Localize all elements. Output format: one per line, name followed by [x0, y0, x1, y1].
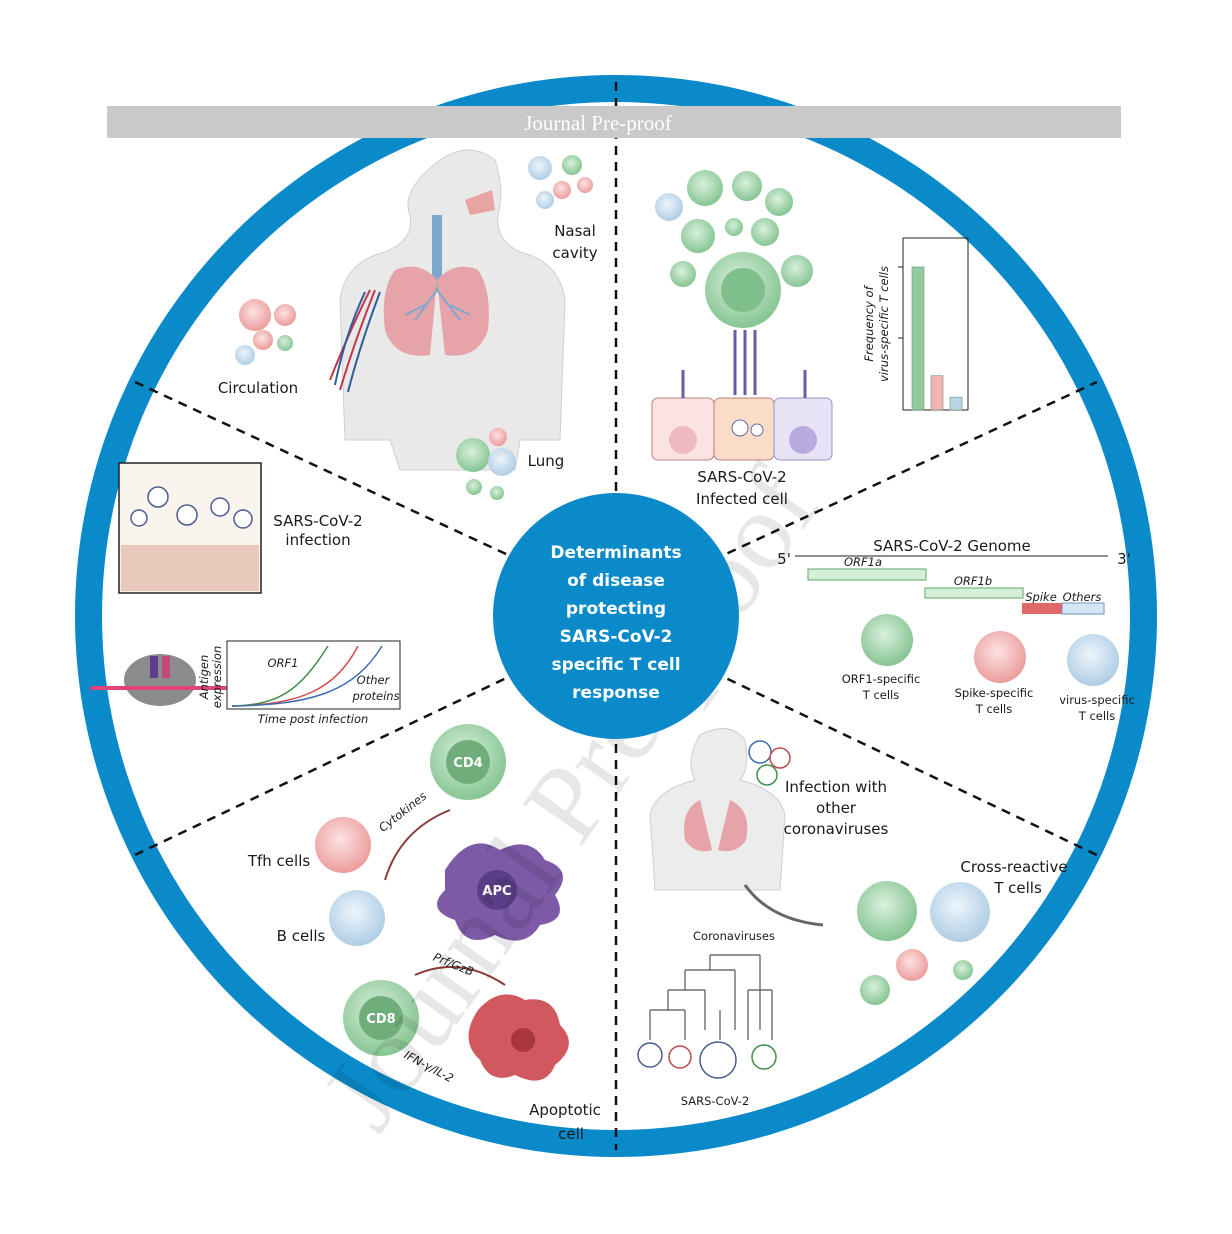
- genome-title: SARS-CoV-2 Genome: [873, 537, 1031, 555]
- localisation-section: Nasal cavity Circulation Lung: [218, 149, 598, 500]
- crossreactive-label-1: Cross-reactive: [960, 858, 1067, 876]
- cytokine-arrow: [384, 809, 451, 881]
- spike-segment: [1022, 603, 1062, 614]
- orf1a-label: ORF1a: [844, 555, 882, 569]
- frequency-bar-1: [911, 266, 925, 411]
- center-disc: [493, 493, 739, 739]
- coronavirus-icons: [748, 740, 791, 786]
- t-cell-icon: [861, 614, 1119, 686]
- bcells-label: B cells: [277, 927, 326, 945]
- journal-banner-text: Journal Pre-proof: [524, 111, 672, 135]
- cross-lungs: [684, 800, 748, 852]
- cd8-nucleus: [359, 996, 403, 1040]
- infected-cell-label-1: SARS-CoV-2: [697, 468, 786, 486]
- others-label: Others: [1063, 590, 1102, 604]
- coronavirus-tree-leaves: [637, 1041, 777, 1079]
- apoptotic-cell-icon: [468, 994, 569, 1081]
- specificity-section: SARS-CoV-2 Genome 5' 3' ORF1a ORF1b Spik…: [777, 537, 1135, 723]
- apc-label: APC: [482, 884, 511, 899]
- human-respiratory-icon: [329, 149, 566, 471]
- prf-arrow: [414, 966, 506, 986]
- orf1b-segment: [924, 587, 1024, 599]
- magnitude-section: SARS-CoV-2 Infected cell Frequency of vi…: [651, 170, 969, 508]
- virus-cells-label-2: T cells: [1078, 709, 1115, 723]
- expanded-t-cells: [655, 170, 813, 328]
- infected-cell-label-2: Infected cell: [696, 490, 788, 508]
- kinetics-xlabel: Time post infection: [258, 712, 369, 726]
- other-proteins-label-2: proteins: [351, 689, 399, 703]
- three-prime-label: 3': [1117, 550, 1131, 568]
- kinetics-ylabel-1: Antigen: [197, 655, 211, 701]
- sars-infection-label-1: SARS-CoV-2: [273, 512, 362, 530]
- spike-cells-label-1: Spike-specific: [955, 686, 1034, 700]
- lung-label: Lung: [528, 452, 565, 470]
- infection-other-label-2: other: [816, 799, 857, 817]
- apc-nucleus: [477, 870, 517, 910]
- cross-arrow: [743, 884, 824, 927]
- orf1-label: ORF1: [268, 656, 299, 670]
- b-cell: [329, 890, 385, 946]
- cross-reactivity-section: Infection with other coronaviruses Cross…: [637, 728, 1068, 1108]
- circulation-label: Circulation: [218, 379, 298, 397]
- infection-other-label-1: Infection with: [785, 778, 887, 796]
- tfh-label: Tfh cells: [247, 852, 311, 870]
- apoptotic-label-1: Apoptotic: [529, 1101, 601, 1119]
- other-proteins-label-1: Other: [357, 673, 391, 687]
- orf1a-segment: [807, 568, 927, 581]
- cd8-label: CD8: [366, 1012, 395, 1027]
- orf1b-label: ORF1b: [954, 574, 992, 588]
- chart-ylabel-1: Frequency of: [862, 284, 876, 361]
- virus-icon: [130, 486, 253, 529]
- sarscov2-tree-label: SARS-CoV-2: [681, 1094, 750, 1108]
- center-line-5: specific T cell: [551, 655, 680, 675]
- kinetics-ylabel-2: expression: [210, 646, 224, 709]
- cd4-nucleus: [446, 740, 490, 784]
- center-line-3: protecting: [566, 599, 666, 619]
- frequency-bar-chart: Frequency of virus-specific T cells: [862, 237, 969, 411]
- apoptotic-label-2: cell: [558, 1125, 584, 1143]
- journal-banner: [107, 106, 1121, 138]
- infected-epithelial-cells: [651, 397, 833, 461]
- cross-reactive-t-cells: [857, 881, 990, 1005]
- ribosome-icon: [90, 654, 230, 706]
- cd4-label: CD4: [453, 756, 482, 771]
- circulation-t-cells: [235, 299, 296, 365]
- frequency-bar-3: [949, 396, 963, 411]
- crossreactive-label-2: T cells: [993, 879, 1042, 897]
- section-dividers: [134, 82, 1098, 1150]
- other-proteins-curve-2: [231, 645, 383, 707]
- phylogenetic-tree-icon: [649, 954, 773, 1040]
- infection-other-label-3: coronaviruses: [784, 820, 889, 838]
- center-line-1: Determinants: [550, 543, 681, 563]
- sars-infection-label-2: infection: [285, 531, 350, 549]
- nasal-cavity-label-1: Nasal: [554, 222, 596, 240]
- tfh-cell: [315, 817, 371, 873]
- epithelium-cells: [121, 545, 259, 591]
- center-line-6: response: [572, 683, 660, 703]
- coronaviruses-label: Coronaviruses: [693, 929, 775, 943]
- nasal-cavity-label-2: cavity: [552, 244, 597, 262]
- orf1-cells-label-2: T cells: [862, 688, 899, 702]
- frequency-bar-2: [930, 375, 944, 411]
- human-body-icon: [649, 728, 786, 891]
- tcr-receptors: [681, 330, 807, 398]
- spike-label: Spike: [1025, 590, 1057, 604]
- virus-cells-label-1: virus-specific: [1059, 693, 1135, 707]
- antigen-kinetics-chart: ORF1 Other proteins Antigen expression T…: [197, 640, 401, 726]
- others-segment: [1061, 602, 1105, 615]
- kinetics-section: SARS-CoV-2 infection ORF1 Other proteins…: [90, 462, 401, 726]
- chart-ylabel-2: virus-specific T cells: [877, 266, 891, 382]
- five-prime-label: 5': [777, 550, 791, 568]
- center-title: Determinants of disease protecting SARS-…: [550, 543, 681, 703]
- nasal-t-cells: [528, 155, 593, 209]
- center-line-2: of disease: [567, 571, 665, 591]
- center-line-4: SARS-CoV-2: [560, 627, 673, 647]
- spike-cells-label-2: T cells: [975, 702, 1012, 716]
- lung-t-cells: [456, 428, 516, 500]
- kinetics-chart-frame: [226, 640, 401, 710]
- orf1-cells-label-1: ORF1-specific: [842, 672, 921, 686]
